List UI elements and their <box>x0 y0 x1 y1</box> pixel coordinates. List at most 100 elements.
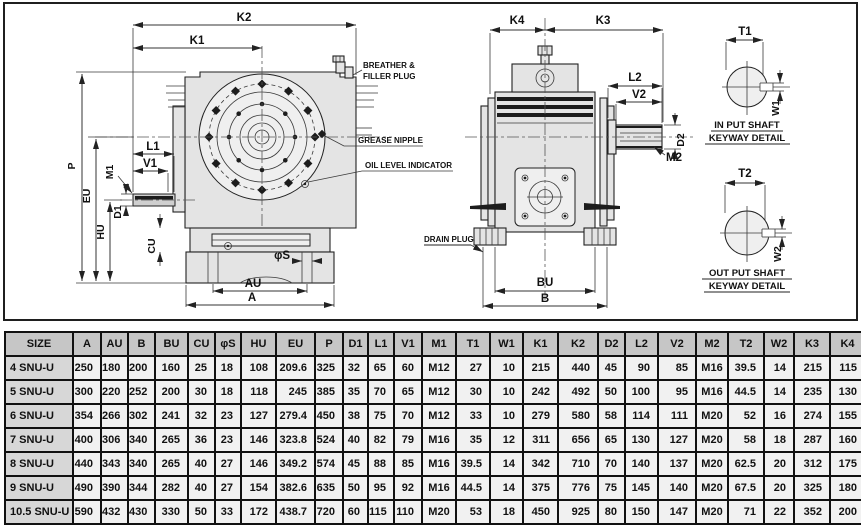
value-cell: 118 <box>240 379 277 405</box>
value-cell: 27 <box>214 451 242 477</box>
value-cell: 20 <box>763 451 795 477</box>
input-shaft-boss <box>172 105 186 213</box>
value-cell: 720 <box>314 499 344 525</box>
column-header: D1 <box>342 331 369 357</box>
dim-label-v2: V2 <box>632 89 646 101</box>
value-cell: 40 <box>187 451 216 477</box>
value-cell: 150 <box>624 499 659 525</box>
dim-label-au: AU <box>245 278 262 290</box>
value-cell: 180 <box>100 355 129 381</box>
value-cell: 18 <box>214 379 242 405</box>
value-cell: 160 <box>829 427 861 453</box>
value-cell: 108 <box>240 355 277 381</box>
technical-drawing: K2 K1 L1 V1 P EU HU M1 D1 CU φS AU A BRE… <box>66 12 792 309</box>
value-cell: M16 <box>421 451 457 477</box>
dim-label-v1: V1 <box>143 158 158 170</box>
value-cell: 300 <box>72 379 102 405</box>
value-cell: 18 <box>763 427 795 453</box>
value-cell: 342 <box>522 451 559 477</box>
size-cell: 8 SNU-U <box>4 451 74 477</box>
value-cell: 265 <box>154 451 189 477</box>
dim-label-k1: K1 <box>190 35 205 47</box>
value-cell: 450 <box>314 403 344 429</box>
output-keyway-detail: T2 W2 OUT PUT SHAFT KEYWAY DETAIL <box>702 168 792 293</box>
callout-oil-level: OIL LEVEL INDICATOR <box>365 161 452 170</box>
value-cell: 65 <box>393 379 423 405</box>
value-cell: 330 <box>154 499 189 525</box>
dim-label-m2: M2 <box>666 152 682 164</box>
front-view: K2 K1 L1 V1 P EU HU M1 D1 CU φS AU A BRE… <box>66 12 453 308</box>
value-cell: 10 <box>489 403 524 429</box>
callout-drain-plug: DRAIN PLUG <box>424 235 474 244</box>
value-cell: M12 <box>421 379 457 405</box>
column-header: SIZE <box>4 331 74 357</box>
value-cell: 20 <box>763 475 795 501</box>
value-cell: 311 <box>522 427 559 453</box>
input-keyway-detail: T1 W1 IN PUT SHAFT KEYWAY DETAIL <box>705 26 790 145</box>
column-header: K1 <box>522 331 559 357</box>
value-cell: 58 <box>727 427 765 453</box>
value-cell: 35 <box>455 427 491 453</box>
value-cell: 400 <box>72 427 102 453</box>
value-cell: 656 <box>557 427 599 453</box>
value-cell: 524 <box>314 427 344 453</box>
value-cell: 50 <box>342 475 369 501</box>
value-cell: 50 <box>597 379 626 405</box>
value-cell: M16 <box>421 475 457 501</box>
column-header: W2 <box>763 331 795 357</box>
size-cell: 5 SNU-U <box>4 379 74 405</box>
value-cell: 75 <box>367 403 395 429</box>
column-header: BU <box>154 331 189 357</box>
dim-label-bu: BU <box>537 277 554 289</box>
value-cell: 252 <box>127 379 156 405</box>
value-cell: 65 <box>367 355 395 381</box>
dim-label-l2: L2 <box>628 72 641 84</box>
value-cell: M12 <box>421 355 457 381</box>
side-view-dimensions <box>424 27 681 309</box>
value-cell: 154 <box>240 475 277 501</box>
dim-label-m1: M1 <box>104 165 116 180</box>
value-cell: 241 <box>154 403 189 429</box>
column-header: AU <box>100 331 129 357</box>
value-cell: 23 <box>214 403 242 429</box>
value-cell: 340 <box>127 451 156 477</box>
value-cell: 58 <box>597 403 626 429</box>
caption-input-shaft-line1: IN PUT SHAFT <box>714 120 780 131</box>
value-cell: 33 <box>214 499 242 525</box>
value-cell: 160 <box>154 355 189 381</box>
value-cell: 352 <box>793 499 831 525</box>
value-cell: 375 <box>522 475 559 501</box>
dim-label-t1: T1 <box>738 26 752 38</box>
value-cell: 50 <box>187 499 216 525</box>
dim-label-w1: W1 <box>770 100 782 116</box>
value-cell: 100 <box>624 379 659 405</box>
value-cell: 85 <box>393 451 423 477</box>
breather-plug <box>332 55 363 79</box>
column-header: L1 <box>367 331 395 357</box>
value-cell: 265 <box>154 427 189 453</box>
size-cell: 6 SNU-U <box>4 403 74 429</box>
column-header: K4 <box>829 331 861 357</box>
value-cell: 127 <box>657 427 697 453</box>
column-header: EU <box>275 331 316 357</box>
column-header: T2 <box>727 331 765 357</box>
value-cell: 282 <box>154 475 189 501</box>
value-cell: 82 <box>367 427 395 453</box>
value-cell: 95 <box>367 475 395 501</box>
value-cell: 245 <box>275 379 316 405</box>
value-cell: 32 <box>187 403 216 429</box>
value-cell: 175 <box>829 451 861 477</box>
value-cell: 287 <box>793 427 831 453</box>
value-cell: 79 <box>393 427 423 453</box>
value-cell: 114 <box>624 403 659 429</box>
value-cell: 200 <box>127 355 156 381</box>
value-cell: M16 <box>421 427 457 453</box>
value-cell: 140 <box>624 451 659 477</box>
value-cell: 354 <box>72 403 102 429</box>
value-cell: 38 <box>342 403 369 429</box>
value-cell: 22 <box>763 499 795 525</box>
